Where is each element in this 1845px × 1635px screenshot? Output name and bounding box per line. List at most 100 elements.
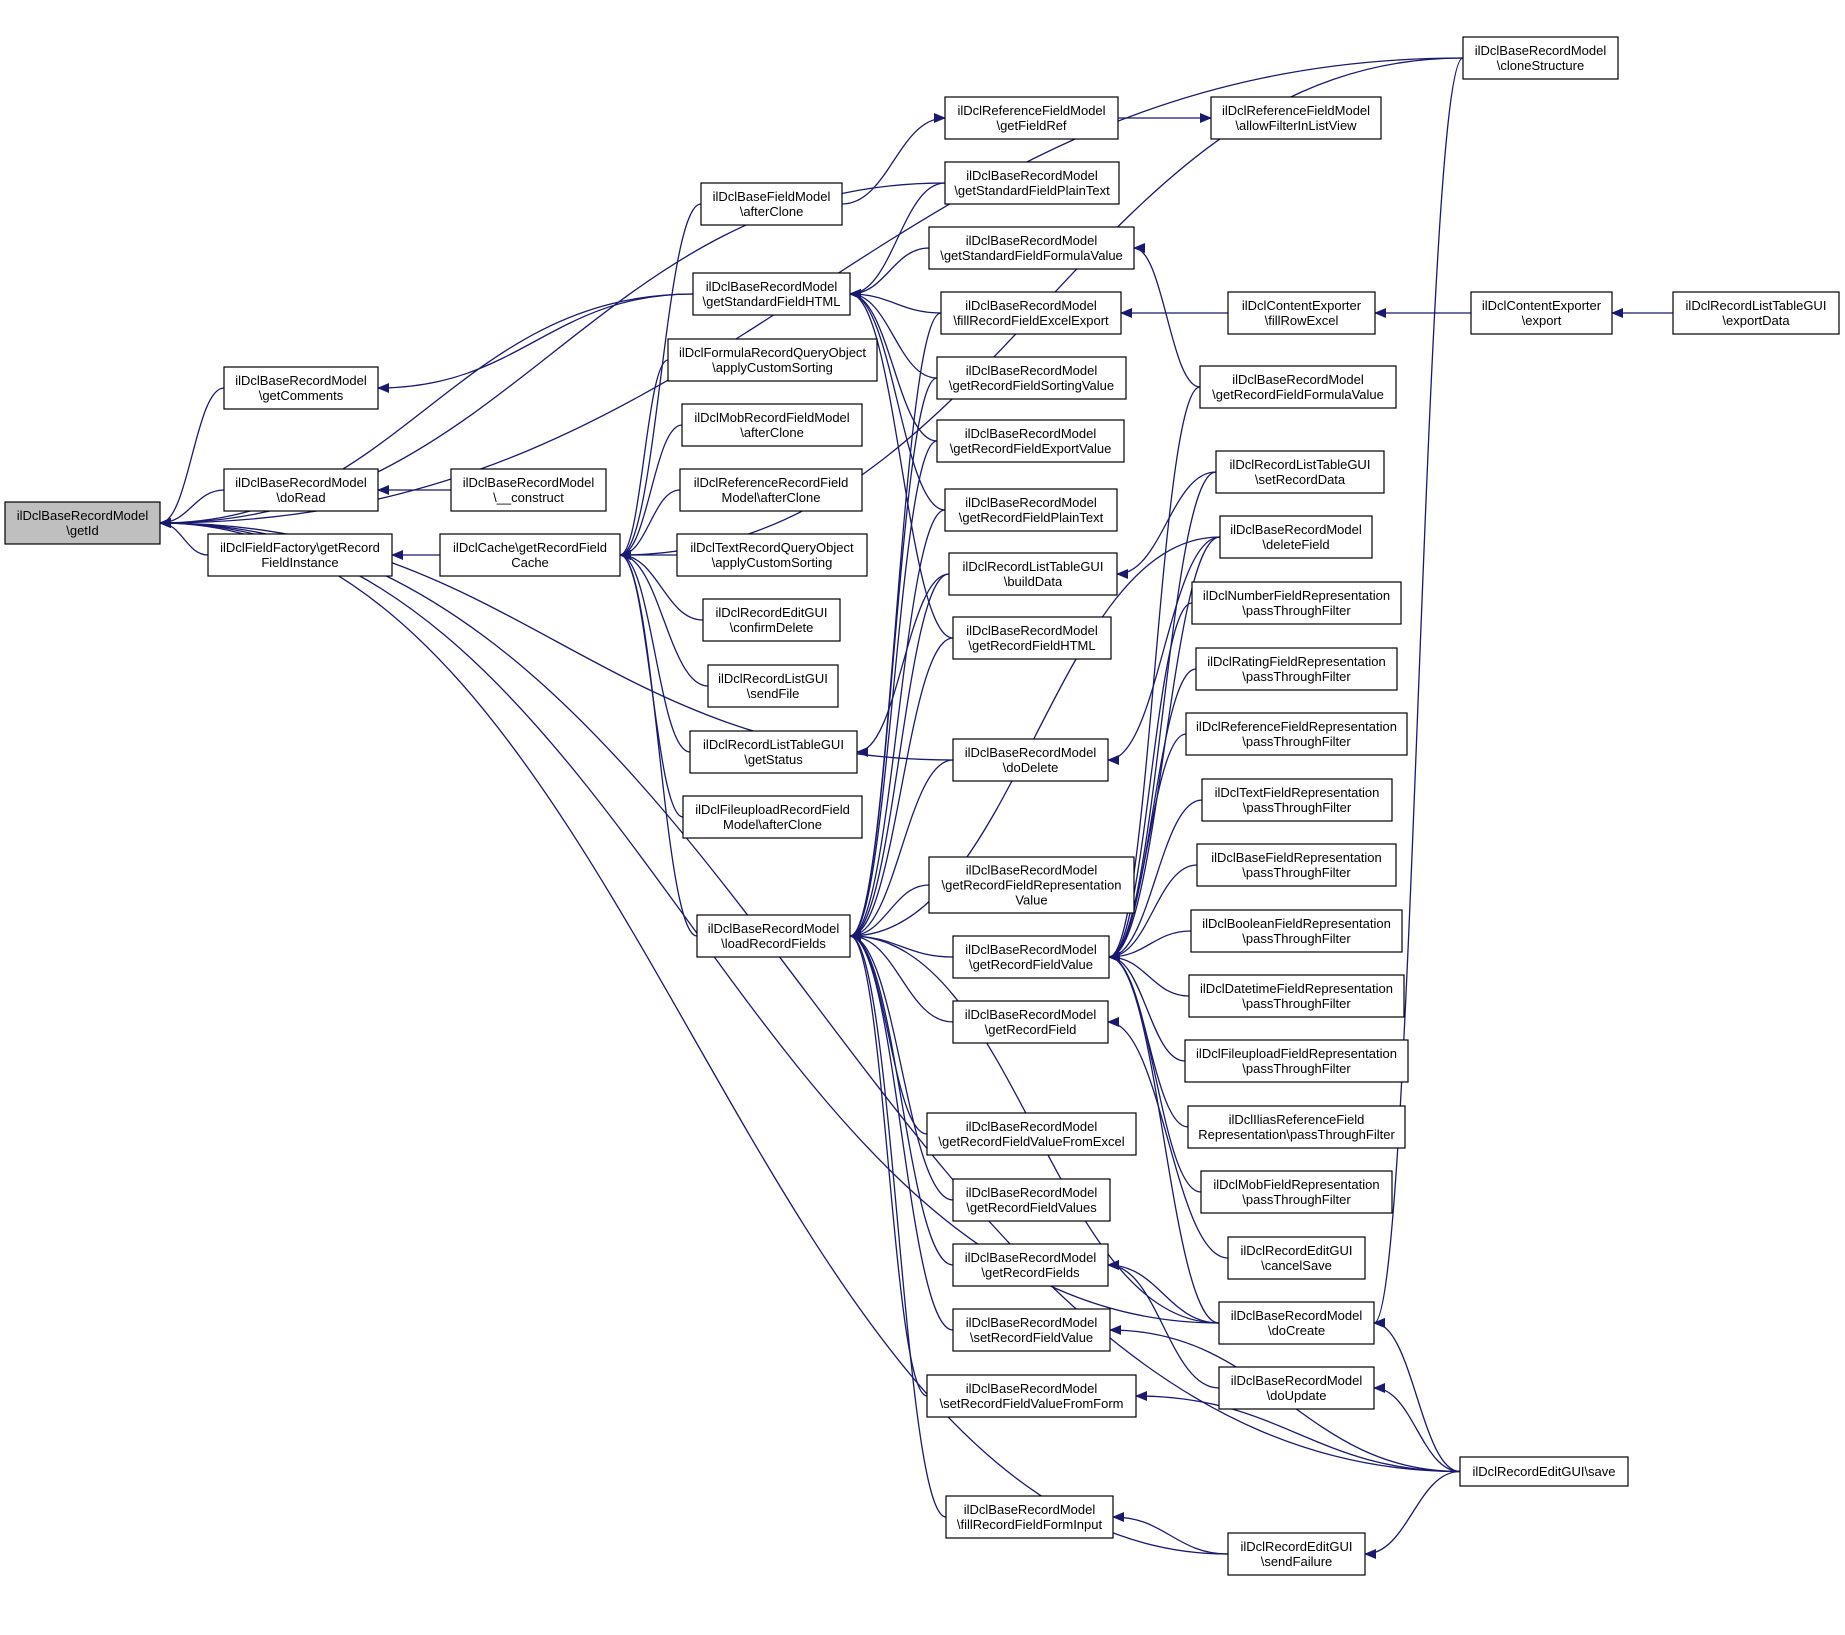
node-getRecordFieldValue[interactable]: ilDclBaseRecordModel\getRecordFieldValue (952, 935, 1110, 979)
node-getRecordFieldExportValue[interactable]: ilDclBaseRecordModel\getRecordFieldExpor… (936, 419, 1125, 463)
node-referencePassThrough[interactable]: ilDclReferenceFieldRepresentation\passTh… (1185, 712, 1408, 756)
node-box (450, 468, 607, 512)
node-label-line: ilDclRecordEditGUI\save (1472, 1464, 1615, 1479)
node-box (1672, 291, 1840, 335)
node-doDelete[interactable]: ilDclBaseRecordModel\doDelete (952, 738, 1109, 782)
node-mobAfterClone[interactable]: ilDclMobRecordFieldModel\afterClone (681, 403, 863, 447)
node-label-line: \getRecordFieldValue (969, 957, 1093, 972)
node-box (1218, 1366, 1375, 1410)
node-formulaApplyCustomSorting[interactable]: ilDclFormulaRecordQueryObject\applyCusto… (667, 338, 878, 382)
node-label-line: \doUpdate (1267, 1388, 1327, 1403)
edge-doCreate-save (1373, 1318, 1461, 1473)
node-loadRecordFields[interactable]: ilDclBaseRecordModel\loadRecordFields (696, 914, 851, 958)
node-fillRecordFieldExcelExport[interactable]: ilDclBaseRecordModel\fillRecordFieldExce… (940, 291, 1122, 335)
node-datetimePassThrough[interactable]: ilDclDatetimeFieldRepresentation\passThr… (1188, 974, 1405, 1018)
node-construct[interactable]: ilDclBaseRecordModel\__construct (450, 468, 607, 512)
node-label-line: ilDclBaseRecordModel (966, 863, 1098, 878)
node-label-line: \getRecordFieldHTML (968, 638, 1095, 653)
node-setRecordFieldValue[interactable]: ilDclBaseRecordModel\setRecordFieldValue (952, 1308, 1111, 1352)
edge-loadRecordFields-getRecordFieldValueFromExcel (849, 931, 928, 1135)
node-allowFilterInListView[interactable]: ilDclReferenceFieldModel\allowFilterInLi… (1210, 96, 1382, 140)
node-textPassThrough[interactable]: ilDclTextFieldRepresentation\passThrough… (1201, 778, 1393, 822)
node-ratingPassThrough[interactable]: ilDclRatingFieldRepresentation\passThrou… (1195, 647, 1398, 691)
node-export[interactable]: ilDclContentExporter\export (1470, 291, 1613, 335)
node-setRecordFieldValueFromForm[interactable]: ilDclBaseRecordModel\setRecordFieldValue… (926, 1374, 1137, 1418)
edge-getRecordFieldValue-iliasRefPassThrough (1108, 952, 1189, 1128)
node-label-line: ilDclBaseFieldRepresentation (1211, 850, 1382, 865)
node-label-line: \sendFile (747, 686, 800, 701)
node-fillRowExcel[interactable]: ilDclContentExporter\fillRowExcel (1227, 291, 1376, 335)
node-getRecordFieldFormulaValue[interactable]: ilDclBaseRecordModel\getRecordFieldFormu… (1199, 365, 1397, 409)
node-getStatus[interactable]: ilDclRecordListTableGUI\getStatus (689, 730, 858, 774)
node-box (1195, 647, 1398, 691)
node-sendFailure[interactable]: ilDclRecordEditGUI\sendFailure (1227, 1532, 1366, 1576)
node-sendFile[interactable]: ilDclRecordListGUI\sendFile (707, 664, 839, 708)
node-mobPassThrough[interactable]: ilDclMobFieldRepresentation\passThroughF… (1200, 1170, 1393, 1214)
node-label-line: \getStandardFieldFormulaValue (940, 248, 1123, 263)
node-getRecordFieldRepresentationValue[interactable]: ilDclBaseRecordModel\getRecordFieldRepre… (928, 856, 1135, 914)
node-cancelSave[interactable]: ilDclRecordEditGUI\cancelSave (1227, 1236, 1366, 1280)
node-basePassThrough[interactable]: ilDclBaseFieldRepresentation\passThrough… (1196, 843, 1397, 887)
node-label-line: ilDclBaseRecordModel (965, 426, 1097, 441)
node-box (1199, 365, 1397, 409)
node-setRecordData[interactable]: ilDclRecordListTableGUI\setRecordData (1215, 450, 1385, 494)
node-getRecordFieldValueFromExcel[interactable]: ilDclBaseRecordModel\getRecordFieldValue… (926, 1112, 1137, 1156)
node-doRead[interactable]: ilDclBaseRecordModel\doRead (223, 468, 379, 512)
node-getRecordFields[interactable]: ilDclBaseRecordModel\getRecordFields (952, 1243, 1109, 1287)
node-box (1462, 36, 1619, 80)
node-doUpdate[interactable]: ilDclBaseRecordModel\doUpdate (1218, 1366, 1375, 1410)
node-numberPassThrough[interactable]: ilDclNumberFieldRepresentation\passThrou… (1191, 581, 1402, 625)
edge-getStandardFieldHTML-getRecordFieldExportValue (849, 289, 938, 442)
node-getStandardFieldFormulaValue[interactable]: ilDclBaseRecordModel\getStandardFieldFor… (928, 226, 1135, 270)
edge-getRecordFields-doUpdate (1107, 1260, 1220, 1389)
node-deleteField[interactable]: ilDclBaseRecordModel\deleteField (1219, 515, 1373, 559)
edge-getStandardFieldHTML-getRecordFieldHTML (849, 289, 954, 639)
node-label-line: ilDclBaseRecordModel (1232, 372, 1364, 387)
node-textApplyCustomSorting[interactable]: ilDclTextRecordQueryObject\applyCustomSo… (676, 533, 868, 577)
node-getId[interactable]: ilDclBaseRecordModel\getId (4, 501, 161, 545)
node-doCreate[interactable]: ilDclBaseRecordModel\doCreate (1218, 1301, 1375, 1345)
node-referenceAfterClone[interactable]: ilDclReferenceRecordFieldModel\afterClon… (679, 468, 863, 512)
node-fillRecordFieldFormInput[interactable]: ilDclBaseRecordModel\fillRecordFieldForm… (945, 1495, 1114, 1539)
node-iliasRefPassThrough[interactable]: ilDclIliasReferenceFieldRepresentation\p… (1187, 1105, 1406, 1149)
node-box (1184, 1039, 1409, 1083)
node-cloneStructure[interactable]: ilDclBaseRecordModel\cloneStructure (1462, 36, 1619, 80)
edge-buildData-setRecordData (1116, 471, 1217, 579)
node-label-line: \getFieldRef (996, 118, 1066, 133)
node-exportData[interactable]: ilDclRecordListTableGUI\exportData (1672, 291, 1840, 335)
node-label-line: \passThroughFilter (1242, 996, 1351, 1011)
node-getFieldRef[interactable]: ilDclReferenceFieldModel\getFieldRef (944, 96, 1119, 140)
node-label-line: \fillRowExcel (1265, 313, 1339, 328)
node-getStandardFieldPlainText[interactable]: ilDclBaseRecordModel\getStandardFieldPla… (944, 161, 1120, 205)
node-save[interactable]: ilDclRecordEditGUI\save (1459, 1456, 1629, 1487)
node-box (1200, 1170, 1393, 1214)
node-label-line: ilDclReferenceRecordField (694, 475, 849, 490)
node-label-line: \passThroughFilter (1243, 800, 1352, 815)
node-box (1227, 1236, 1366, 1280)
edge-getId-sendFailure (159, 518, 1229, 1555)
node-fileuploadAfterClone[interactable]: ilDclFileuploadRecordFieldModel\afterClo… (682, 795, 863, 839)
node-confirmDelete[interactable]: ilDclRecordEditGUI\confirmDelete (702, 598, 841, 642)
node-buildData[interactable]: ilDclRecordListTableGUI\buildData (948, 552, 1118, 596)
node-getStandardFieldHTML[interactable]: ilDclBaseRecordModel\getStandardFieldHTM… (692, 272, 851, 316)
node-label-line: ilDclRecordListTableGUI (1230, 457, 1371, 472)
edge-loadRecordFields-buildData (849, 573, 950, 941)
node-box (676, 533, 868, 577)
node-label-line: \sendFailure (1261, 1554, 1333, 1569)
node-getRecordFieldValues[interactable]: ilDclBaseRecordModel\getRecordFieldValue… (952, 1178, 1111, 1222)
node-getRecordFieldHTML[interactable]: ilDclBaseRecordModel\getRecordFieldHTML (952, 616, 1112, 660)
node-getRecordFieldSortingValue[interactable]: ilDclBaseRecordModel\getRecordFieldSorti… (936, 356, 1127, 400)
node-fileuploadPassThrough[interactable]: ilDclFileuploadFieldRepresentation\passT… (1184, 1039, 1409, 1083)
edge-sendFailure-save (1364, 1470, 1461, 1559)
node-box (952, 1178, 1111, 1222)
node-getComments[interactable]: ilDclBaseRecordModel\getComments (223, 366, 379, 410)
node-booleanPassThrough[interactable]: ilDclBooleanFieldRepresentation\passThro… (1190, 909, 1403, 953)
node-box (4, 501, 161, 545)
node-baseFieldAfterClone[interactable]: ilDclBaseFieldModel\afterClone (700, 182, 843, 226)
node-getRecordFieldPlainText[interactable]: ilDclBaseRecordModel\getRecordFieldPlain… (944, 488, 1118, 532)
node-getRecordField[interactable]: ilDclBaseRecordModel\getRecordField (952, 1000, 1109, 1044)
node-label-line: ilDclRecordEditGUI (716, 605, 828, 620)
node-box (940, 291, 1122, 335)
